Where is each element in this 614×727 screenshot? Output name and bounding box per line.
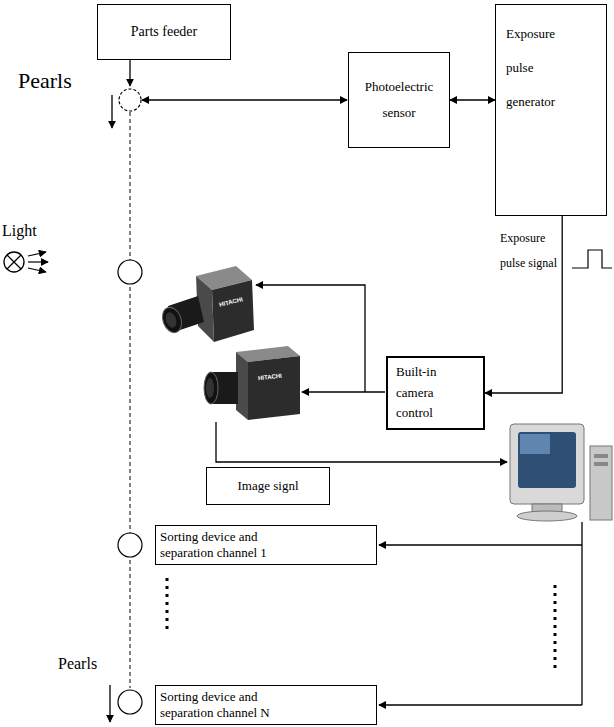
fall-arrow [109,685,110,722]
feed-arrow [129,60,130,86]
box-text: Built-in camera control [396,362,458,424]
fall-path [130,112,131,688]
control-wire [581,522,582,705]
part-label: Pearls [18,68,72,94]
part-label: Pearls [58,655,97,673]
box-text: Image signl [237,478,298,495]
sensor-box: Photoelectric sensor [348,52,450,148]
signal-box: Image signl [206,467,330,505]
box-text: Sorting device and separation channel N [160,689,310,720]
generator-box: Exposure pulse generator [495,4,607,216]
pearl-circle [119,89,141,111]
sorting-box: Sorting device and separation channel N [155,685,377,725]
computer-icon [510,424,612,521]
pearl-circle [118,260,142,284]
control-wire [256,285,365,392]
box-text: Exposure pulse generator [506,17,578,118]
ellipsis-dots [554,585,557,672]
signal-connector [450,99,495,100]
control-wire [379,544,582,545]
signal-name: Exposure pulse signal [500,226,562,276]
fall-arrow [111,95,112,128]
control-wire [302,391,385,392]
box-text: Sorting device and separation channel 1 [160,529,310,560]
sorting-box: Sorting device and separation channel 1 [155,525,377,565]
box-text: Parts feeder [131,23,197,41]
pulse-symbol [572,250,612,268]
sensor-link [142,99,347,100]
process-box: Parts feeder [97,4,231,60]
pearl-circle [118,690,142,714]
control-box: Built-in camera control [386,356,485,430]
light-symbol [4,252,48,272]
camera-illustration [204,346,300,420]
control-wire [379,704,582,705]
part-label: Light [2,222,37,240]
signal-connector [485,216,562,393]
ellipsis-dots [166,578,169,632]
camera-illustration [159,266,254,342]
pearl-circle [118,533,142,557]
box-text: Photoelectric sensor [354,74,444,126]
